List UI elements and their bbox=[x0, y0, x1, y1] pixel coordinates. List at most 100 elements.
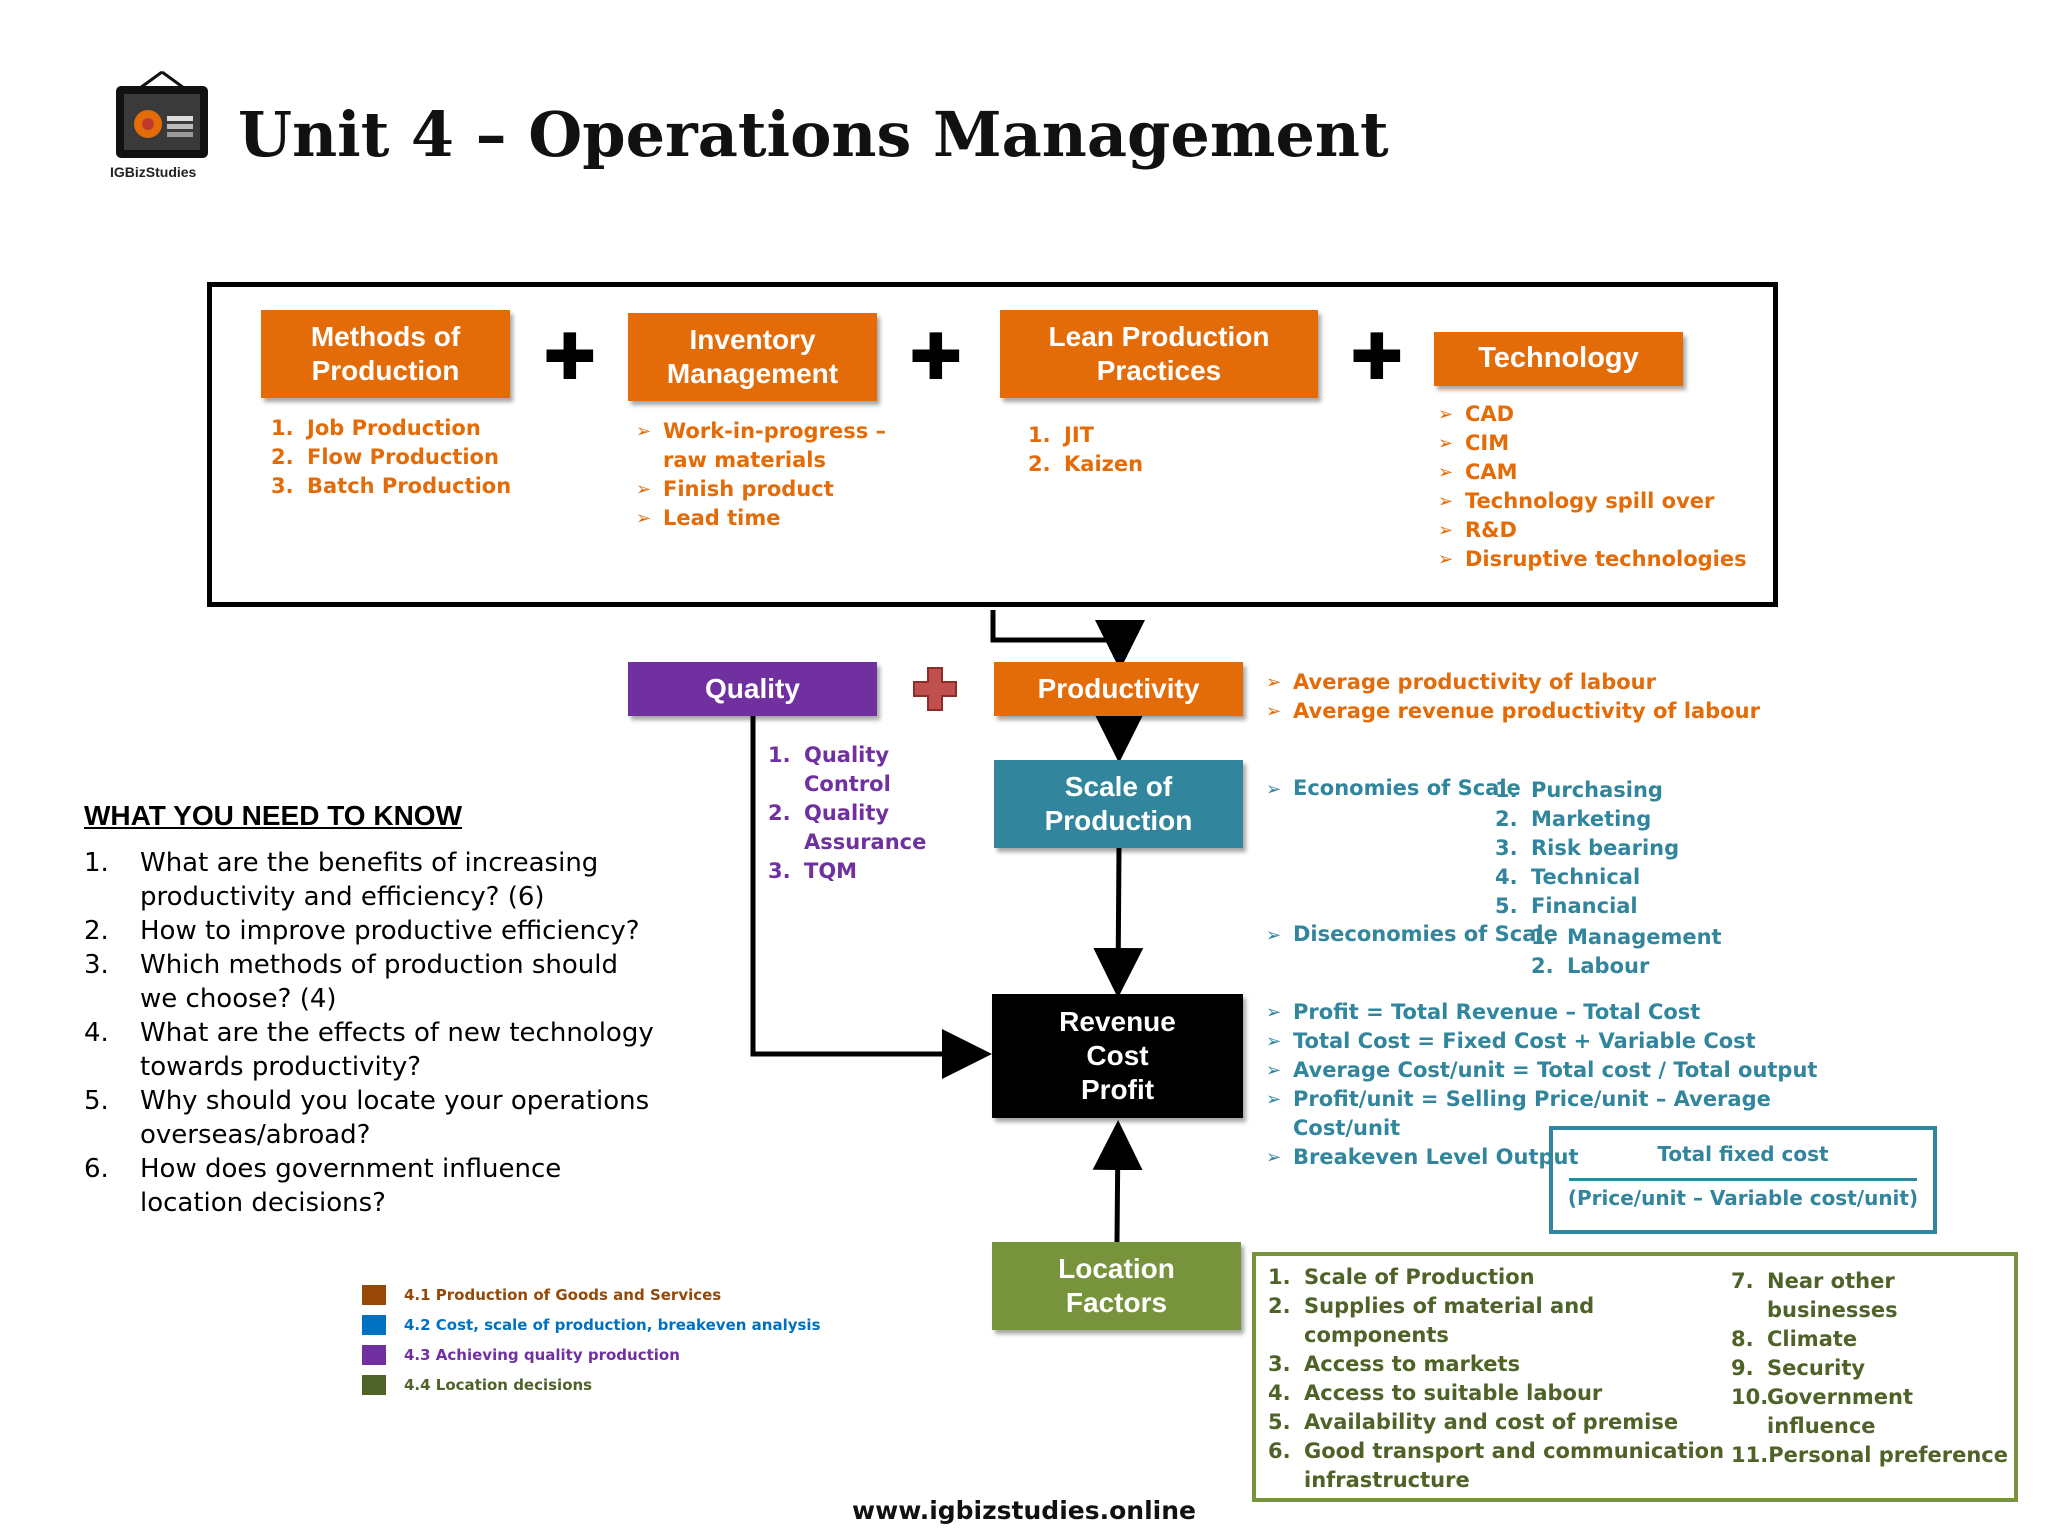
list-item: ➢Total Cost = Fixed Cost + Variable Cost bbox=[1266, 1027, 1866, 1056]
list-item: 9.Security bbox=[1731, 1356, 1866, 1380]
legend-swatch bbox=[362, 1375, 386, 1395]
list-item: ➢Work-in-progress – raw materials bbox=[636, 417, 926, 475]
quality-box: Quality bbox=[628, 662, 877, 716]
list-item: 1.JIT bbox=[1028, 423, 1094, 447]
list-item: ➢Profit = Total Revenue – Total Cost bbox=[1266, 998, 1866, 1027]
formula-numerator: Total fixed cost bbox=[1657, 1142, 1829, 1166]
lean-list: 1.JIT 2.Kaizen bbox=[1028, 421, 1228, 479]
list-item: ➢Average productivity of labour bbox=[1266, 668, 1766, 697]
legend-item: 4.2 Cost, scale of production, breakeven… bbox=[362, 1310, 821, 1340]
plus-icon: ✚ bbox=[909, 321, 963, 395]
list-item: 2.Flow Production bbox=[271, 445, 499, 469]
list-item: 11.Personal preference bbox=[1731, 1443, 2009, 1467]
location-list-left: 1.Scale of Production 2.Supplies of mate… bbox=[1268, 1263, 1728, 1495]
know-list: 1.What are the benefits of increasing pr… bbox=[84, 846, 654, 1220]
location-factors-frame bbox=[1252, 1252, 2018, 1502]
rcp-list: ➢Profit = Total Revenue – Total Cost ➢To… bbox=[1266, 998, 1866, 1172]
arrowhead-bullet-icon: ➢ bbox=[1438, 520, 1454, 541]
list-item: 2.Kaizen bbox=[1028, 452, 1144, 476]
list-item: ➢R&D bbox=[1438, 516, 1758, 545]
plus-icon: ✚ bbox=[1350, 321, 1404, 395]
list-item: ➢CAD bbox=[1438, 400, 1758, 429]
list-item: 6.Good transport and communication infra… bbox=[1268, 1439, 1725, 1492]
economies-of-scale-label: ➢Economies of Scale bbox=[1266, 774, 1521, 804]
productivity-box: Productivity bbox=[994, 662, 1243, 716]
legend-swatch bbox=[362, 1285, 386, 1305]
list-item: 1.Scale of Production bbox=[1268, 1265, 1535, 1289]
legend-swatch bbox=[362, 1345, 386, 1365]
list-item: 3.Batch Production bbox=[271, 474, 512, 498]
top-inputs-frame bbox=[207, 282, 1778, 607]
legend-swatch bbox=[362, 1315, 386, 1335]
lean-production-box: Lean Production Practices bbox=[1000, 310, 1318, 398]
arrowhead-bullet-icon: ➢ bbox=[636, 479, 652, 500]
arrowhead-bullet-icon: ➢ bbox=[1266, 925, 1282, 946]
inventory-list: ➢Work-in-progress – raw materials ➢Finis… bbox=[636, 417, 926, 533]
list-item: ➢Profit/unit = Selling Price/unit – Aver… bbox=[1266, 1085, 1866, 1143]
arrowhead-bullet-icon: ➢ bbox=[1438, 462, 1454, 483]
footer-url[interactable]: www.igbizstudies.online bbox=[852, 1496, 1196, 1525]
fraction-line bbox=[1569, 1178, 1917, 1181]
arrowhead-bullet-icon: ➢ bbox=[1438, 549, 1454, 570]
page-title: Unit 4 – Operations Management bbox=[238, 98, 1389, 171]
diseconomies-of-scale-label: ➢Diseconomies of Scale bbox=[1266, 920, 1558, 950]
arrowhead-bullet-icon: ➢ bbox=[1266, 1060, 1282, 1081]
legend-item: 4.3 Achieving quality production bbox=[362, 1340, 821, 1370]
list-item: 3.Risk bearing bbox=[1495, 836, 1680, 860]
arrowhead-bullet-icon: ➢ bbox=[636, 421, 652, 442]
methods-list: 1.Job Production 2.Flow Production 3.Bat… bbox=[271, 414, 531, 501]
list-item: 7.Near other businesses bbox=[1731, 1269, 1898, 1322]
economies-list: 1.Purchasing 2.Marketing 3.Risk bearing … bbox=[1495, 776, 1695, 921]
list-item: ➢CIM bbox=[1438, 429, 1758, 458]
arrowhead-bullet-icon: ➢ bbox=[1266, 701, 1282, 722]
list-item: 1.Quality Control bbox=[768, 743, 891, 796]
list-item: 2.Quality Assurance bbox=[768, 801, 927, 854]
list-item: 3.TQM bbox=[768, 859, 858, 883]
list-item: ➢Average revenue productivity of labour bbox=[1266, 697, 1766, 726]
list-item: 4.Access to suitable labour bbox=[1268, 1381, 1603, 1405]
list-item: 1.What are the benefits of increasing pr… bbox=[84, 848, 599, 912]
list-item: ➢Breakeven Level Output bbox=[1266, 1143, 1866, 1172]
list-item: ➢Disruptive technologies bbox=[1438, 545, 1758, 574]
arrowhead-bullet-icon: ➢ bbox=[1266, 1147, 1282, 1168]
arrowhead-bullet-icon: ➢ bbox=[1266, 1031, 1282, 1052]
revenue-cost-profit-box: Revenue Cost Profit bbox=[992, 994, 1243, 1118]
list-item: 5.Availability and cost of premise bbox=[1268, 1410, 1679, 1434]
list-item: ➢Technology spill over bbox=[1438, 487, 1758, 516]
list-item: 1.Purchasing bbox=[1495, 778, 1663, 802]
logo-text: IGBizStudies bbox=[110, 164, 197, 180]
productivity-list: ➢Average productivity of labour ➢Average… bbox=[1266, 668, 1766, 726]
arrowhead-bullet-icon: ➢ bbox=[1438, 433, 1454, 454]
list-item: ➢Finish product bbox=[636, 475, 926, 504]
scale-of-production-box: Scale of Production bbox=[994, 760, 1243, 848]
list-item: 1.Job Production bbox=[271, 416, 481, 440]
arrowhead-bullet-icon: ➢ bbox=[1266, 779, 1282, 800]
technology-list: ➢CAD ➢CIM ➢CAM ➢Technology spill over ➢R… bbox=[1438, 400, 1758, 574]
arrowhead-bullet-icon: ➢ bbox=[1438, 491, 1454, 512]
breakeven-formula-box: Total fixed cost (Price/unit – Variable … bbox=[1549, 1126, 1937, 1234]
list-item: 2.Labour bbox=[1531, 954, 1650, 978]
list-item: ➢CAM bbox=[1438, 458, 1758, 487]
list-item: 6.How does government influence location… bbox=[84, 1154, 562, 1218]
formula-denominator: (Price/unit – Variable cost/unit) bbox=[1567, 1186, 1919, 1210]
inventory-management-box: Inventory Management bbox=[628, 313, 877, 401]
diseconomies-list: 1.Management 2.Labour bbox=[1531, 923, 1731, 981]
methods-of-production-box: Methods of Production bbox=[261, 310, 510, 398]
list-item: 3.Which methods of production should we … bbox=[84, 950, 619, 1014]
legend-item: 4.4 Location decisions bbox=[362, 1370, 821, 1400]
legend: 4.1 Production of Goods and Services 4.2… bbox=[362, 1280, 821, 1400]
list-item: 2.Marketing bbox=[1495, 807, 1652, 831]
list-item: 3.Access to markets bbox=[1268, 1352, 1521, 1376]
list-item: 1.Management bbox=[1531, 925, 1722, 949]
arrowhead-bullet-icon: ➢ bbox=[1438, 404, 1454, 425]
list-item: ➢Average Cost/unit = Total cost / Total … bbox=[1266, 1056, 1866, 1085]
arrowhead-bullet-icon: ➢ bbox=[636, 508, 652, 529]
location-factors-box: Location Factors bbox=[992, 1242, 1241, 1330]
list-item: 8.Climate bbox=[1731, 1327, 1858, 1351]
legend-item: 4.1 Production of Goods and Services bbox=[362, 1280, 821, 1310]
arrowhead-bullet-icon: ➢ bbox=[1266, 672, 1282, 693]
list-item: 5.Why should you locate your operations … bbox=[84, 1086, 650, 1150]
arrowhead-bullet-icon: ➢ bbox=[1266, 1002, 1282, 1023]
list-item: 5.Financial bbox=[1495, 894, 1638, 918]
technology-box: Technology bbox=[1434, 332, 1683, 386]
